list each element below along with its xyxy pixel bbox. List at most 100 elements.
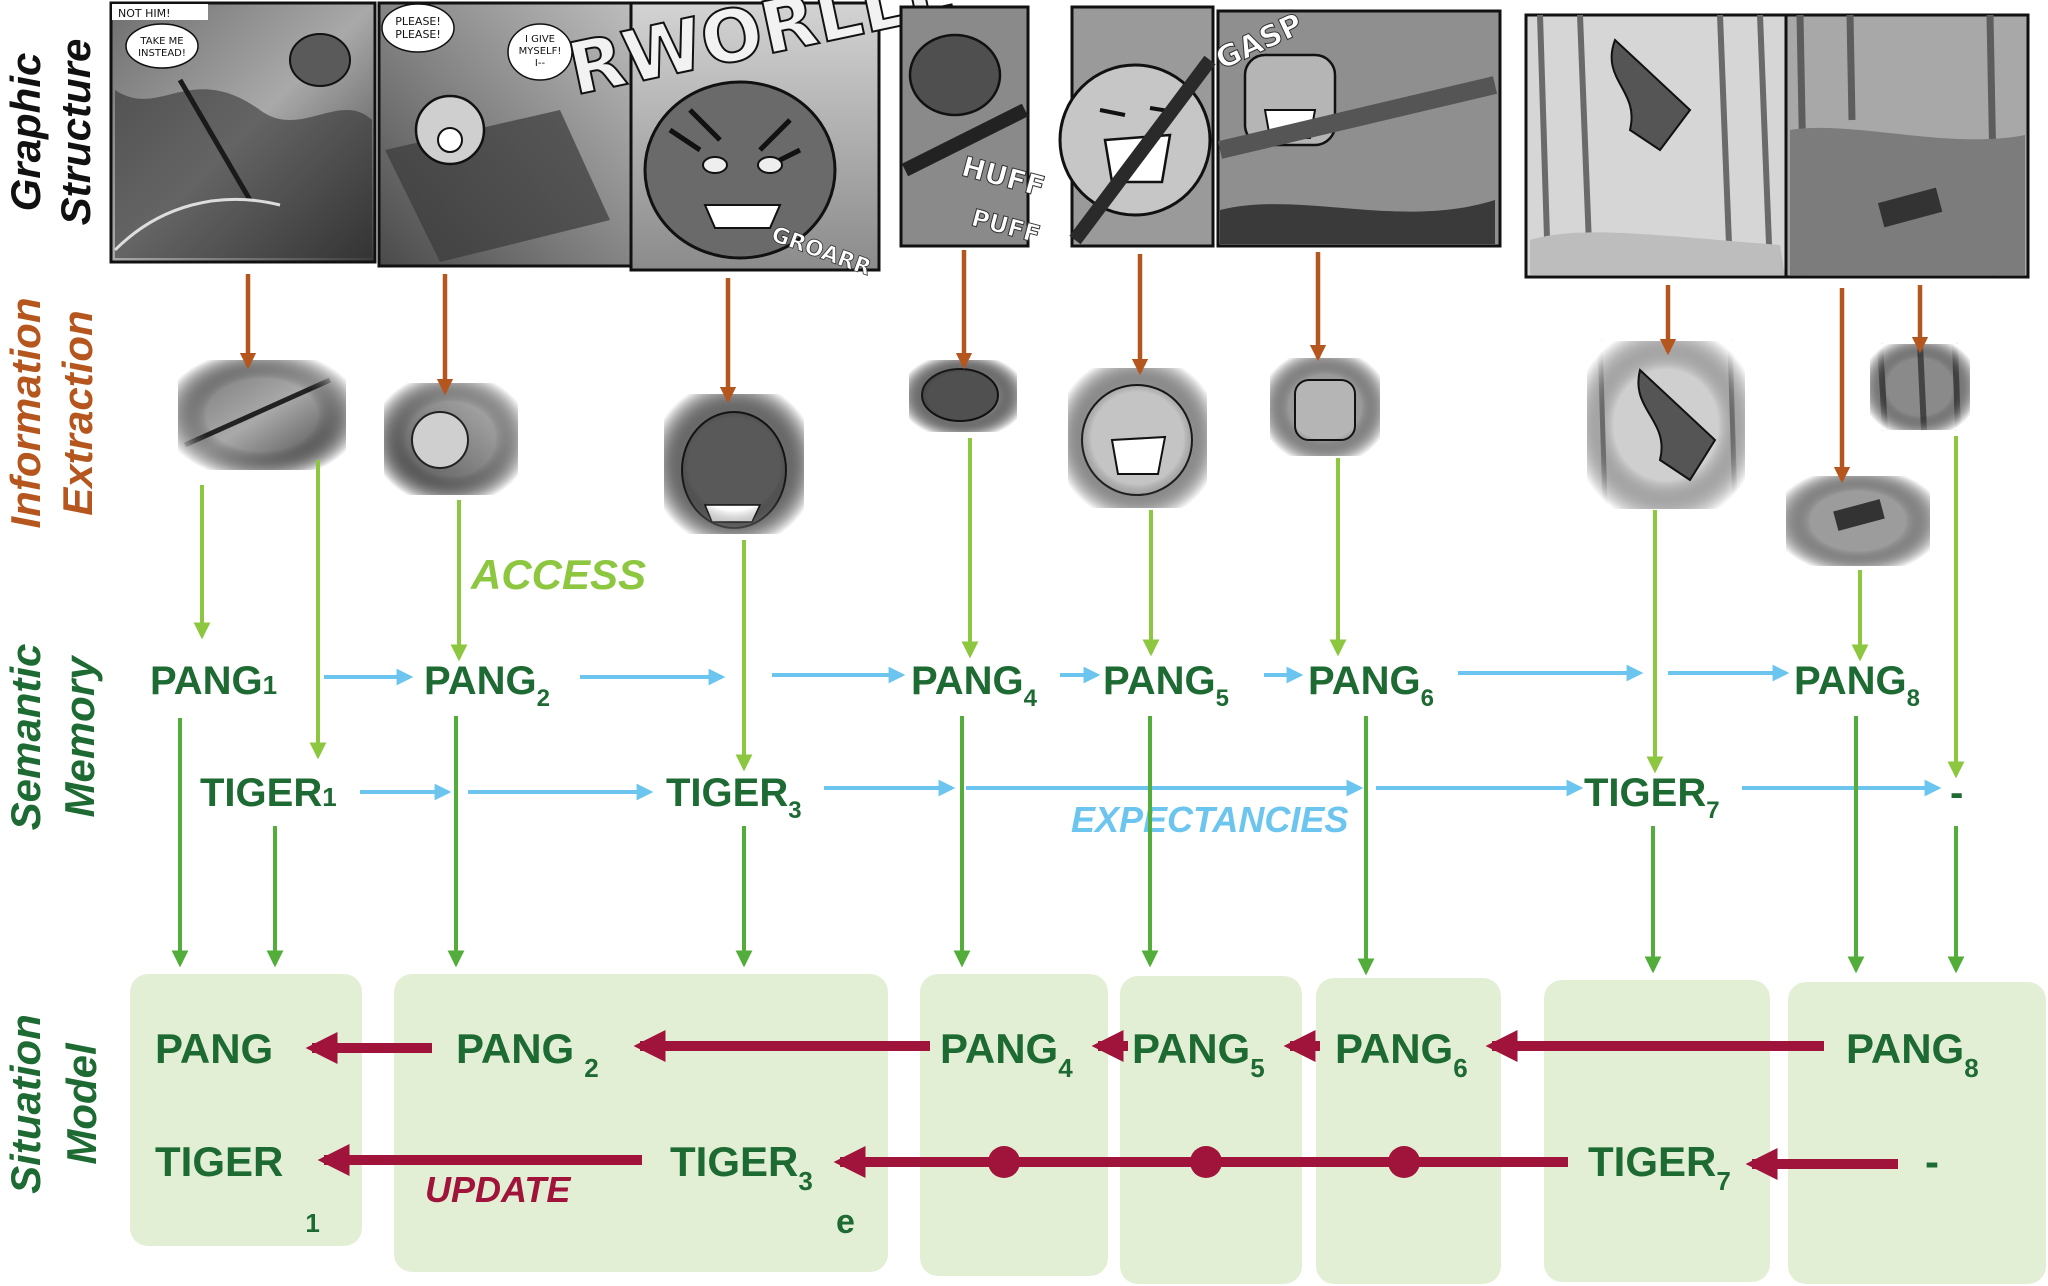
row-label-situation-line-1: Situation: [2, 1014, 49, 1194]
situation-pang-4-sub: 4: [1058, 1053, 1073, 1083]
semantic-tiger-1-label: TIGER: [200, 771, 322, 815]
situation-tiger-1-label: TIGER: [155, 1138, 283, 1185]
semantic-pang-4-sub: 4: [1024, 685, 1038, 712]
annotation-access: ACCESS: [470, 551, 646, 598]
semantic-tiger-1: TIGER1: [200, 771, 337, 815]
extract-thumbnail-8b: [1786, 476, 1930, 566]
update-dot-4: [988, 1146, 1020, 1178]
situation-pang-2: PANG 2: [456, 1025, 599, 1083]
situation-tiger-3-extra: e: [836, 1203, 855, 1241]
situation-tiger-3: TIGER3: [670, 1138, 813, 1196]
extract-thumbnail-5: [1068, 368, 1207, 508]
extraction-arrows: [239, 250, 1929, 484]
extracted-regions: [178, 340, 1970, 566]
comic-panel-6: GASP: [1210, 6, 1502, 248]
semantic-pang-2: PANG2: [424, 659, 550, 712]
semantic-tiger-7: TIGER7: [1584, 771, 1720, 824]
situation-pang-2-sub: 2: [584, 1053, 598, 1083]
comic-panel-7: [1524, 13, 1789, 279]
bubble-give-line-2: MYSELF!: [519, 46, 562, 57]
semantic-pang-2-label: PANG: [424, 659, 537, 703]
situation-pang-4-label: PANG: [940, 1025, 1058, 1072]
situation-pang-8: PANG8: [1846, 1025, 1979, 1083]
comic-panel-8: [1784, 13, 2030, 279]
row-label-situation-model: Situation Model: [2, 1014, 105, 1194]
situation-pang-4: PANG4: [940, 1025, 1073, 1083]
semantic-pang-1: PANG1: [150, 659, 277, 703]
update-dot-6: [1388, 1146, 1420, 1178]
situation-pang-8-label: PANG: [1846, 1025, 1964, 1072]
semantic-pang-5-sub: 5: [1216, 685, 1229, 712]
bubble-give-line-1: I GIVE: [525, 34, 555, 45]
situation-tiger-1-sub: 1: [305, 1208, 319, 1238]
situation-arrows: [171, 716, 1965, 976]
semantic-missing: -: [1950, 771, 1963, 815]
update-markers: [988, 1146, 1420, 1178]
situation-box-8: [1788, 982, 2046, 1284]
semantic-pang-8: PANG8: [1794, 659, 1920, 712]
situation-pang-8-sub: 8: [1964, 1053, 1978, 1083]
situation-box-4: [920, 974, 1108, 1276]
situation-tiger-7: TIGER7: [1588, 1138, 1731, 1196]
situation-missing: -: [1925, 1138, 1939, 1185]
comic-panel-2: PLEASE! PLEASE! I GIVE MYSELF! I--: [377, 1, 634, 268]
semantic-pang-1-label: PANG: [150, 659, 263, 703]
semantic-pang-8-label: PANG: [1794, 659, 1907, 703]
extract-thumbnail-3: [664, 394, 804, 534]
extract-thumbnail-6: [1270, 358, 1380, 456]
situation-pang-6-sub: 6: [1453, 1053, 1467, 1083]
semantic-pang-2-sub: 2: [537, 685, 550, 712]
bubble-please-line-1: PLEASE!: [395, 15, 441, 28]
bubble-not-him: NOT HIM!: [118, 7, 171, 20]
semantic-pang-5-label: PANG: [1103, 659, 1216, 703]
row-label-extraction-line-1: Information: [2, 298, 49, 529]
situation-pang-5-sub: 5: [1250, 1053, 1264, 1083]
semantic-pang-6-sub: 6: [1421, 685, 1434, 712]
semantic-tiger-3-label: TIGER: [666, 771, 788, 815]
extract-thumbnail-1: [178, 360, 346, 470]
situation-model-boxes: [130, 974, 2046, 1284]
situation-box-5: [1120, 976, 1302, 1284]
situation-tiger-3-label: TIGER: [670, 1138, 798, 1185]
extract-thumbnail-4: [909, 360, 1017, 432]
semantic-tiger-3: TIGER3: [666, 771, 802, 824]
situation-box-2-3: [394, 974, 888, 1272]
semantic-tiger-3-sub: 3: [788, 797, 801, 824]
access-arrows: [193, 436, 1965, 779]
semantic-pang-5: PANG5: [1103, 659, 1229, 712]
row-label-semantic-line-2: Memory: [56, 654, 103, 818]
situation-pang-2-label: PANG: [456, 1025, 574, 1072]
situation-pang-5-label: PANG: [1132, 1025, 1250, 1072]
situation-pang-1: PANG: [155, 1025, 273, 1072]
annotation-expectancies: EXPECTANCIES: [1071, 799, 1348, 840]
comic-strip: NOT HIM! TAKE ME INSTEAD! PLEASE! PLEASE…: [109, 0, 2030, 282]
row-label-situation-line-2: Model: [58, 1042, 105, 1165]
semantic-pang-4-label: PANG: [911, 659, 1024, 703]
comic-panel-5: [1058, 5, 1216, 248]
expectancy-arrows: [324, 664, 1942, 801]
situation-tiger-1: TIGER 1: [155, 1138, 320, 1238]
row-label-extraction-line-2: Extraction: [54, 310, 101, 515]
extract-thumbnail-7: [1587, 340, 1745, 509]
row-label-information-extraction: Information Extraction: [2, 298, 101, 529]
semantic-pang-1-sub: 1: [263, 670, 277, 700]
bubble-please-line-2: PLEASE!: [395, 28, 441, 41]
situation-pang-1-label: PANG: [155, 1025, 273, 1072]
comic-panel-4: HUFF PUFF: [899, 5, 1049, 249]
comic-panel-1: NOT HIM! TAKE ME INSTEAD!: [109, 1, 377, 264]
extract-thumbnail-8a: [1870, 343, 1970, 431]
situation-pang-6-label: PANG: [1335, 1025, 1453, 1072]
situation-box-1: [130, 974, 362, 1246]
semantic-pang-6: PANG6: [1308, 659, 1434, 712]
semantic-pang-4: PANG4: [911, 659, 1038, 712]
row-label-graphic-line-1: Graphic: [2, 53, 49, 212]
annotation-update: UPDATE: [425, 1169, 571, 1210]
situation-pang-5: PANG5: [1132, 1025, 1265, 1083]
situation-pang-6: PANG6: [1335, 1025, 1468, 1083]
row-label-semantic-memory: Semantic Memory: [2, 644, 103, 831]
bubble-take-me-line-1: TAKE ME: [139, 36, 183, 47]
bubble-give-line-3: I--: [535, 58, 546, 69]
semantic-pang-8-sub: 8: [1907, 685, 1920, 712]
situation-tiger-7-label: TIGER: [1588, 1138, 1716, 1185]
semantic-tiger-7-label: TIGER: [1584, 771, 1706, 815]
